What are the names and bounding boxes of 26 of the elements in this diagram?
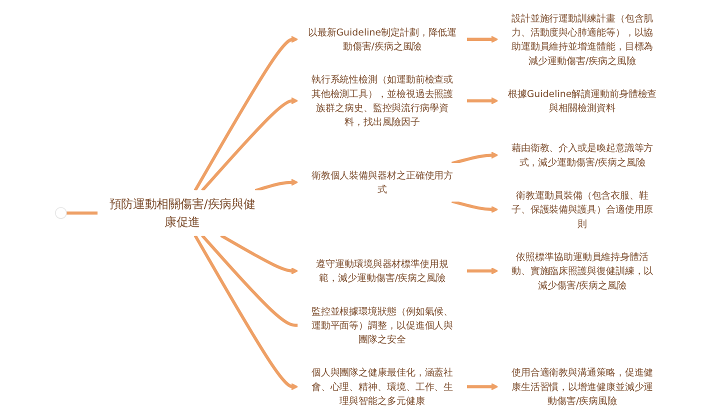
node-text: 個人與團隊之健康最佳化，涵蓋社會、心理、精神、環境、工作、生理與智能之多元健康 xyxy=(311,367,454,406)
arrow xyxy=(194,234,298,390)
node-text: 依照標準協助運動員維持身體活動、實施臨床照護與復健訓練，以減少傷害/疾病之風險 xyxy=(511,251,654,291)
arrow xyxy=(466,97,498,104)
node-text: 衛教運動員裝備（包含衣服、鞋子、保護裝備與護具）合適使用原則 xyxy=(511,190,654,230)
node-text: 以最新Guideline制定計劃，降低運動傷害/疾病之風險 xyxy=(308,26,457,52)
node-text: 衛教個人裝備與器材之正確使用方式 xyxy=(311,170,454,195)
node-text: 監控並根據環境狀態（例如氣候、運動平面等）調整，以促進個人與團隊之安全 xyxy=(311,306,454,345)
arrow xyxy=(466,267,498,274)
node-text: 藉由衛教、介入或是喚起意識等方式，減少運動傷害/疾病之風險 xyxy=(511,142,654,168)
node-text: 遵守運動環境與器材標準使用規範，減少運動傷害/疾病之風險 xyxy=(316,258,448,284)
arrow xyxy=(201,97,298,192)
arrow xyxy=(451,200,498,213)
node-text: 預防運動相關傷害/疾病與健康促進 xyxy=(109,196,256,229)
arrow xyxy=(466,383,498,390)
arrow xyxy=(194,36,298,192)
arrow xyxy=(466,36,498,43)
arrow xyxy=(254,178,298,192)
node-text: 根據Guideline解讀運動前身體檢查與相關檢測資料 xyxy=(508,88,657,114)
connector xyxy=(66,211,98,215)
node-text: 使用合適衛教與溝通策略，促進健康生活習慣，以增進健康並減少運動傷害/疾病風險 xyxy=(511,367,654,406)
node-text: 設計並施行運動訓練計畫（包含肌力、活動度與心肺適能等），以協助運動員維持並增進體能，目標為減少運動傷害/疾病之風險 xyxy=(511,12,654,66)
node-text: 執行系統性檢測（如運動前檢查或其他檢測工具），並檢視過去照護族群之病史、監控與流行病學資料，找出風險因子 xyxy=(311,74,454,128)
arrow xyxy=(451,152,498,165)
arrow xyxy=(220,234,298,274)
connector xyxy=(201,234,298,327)
